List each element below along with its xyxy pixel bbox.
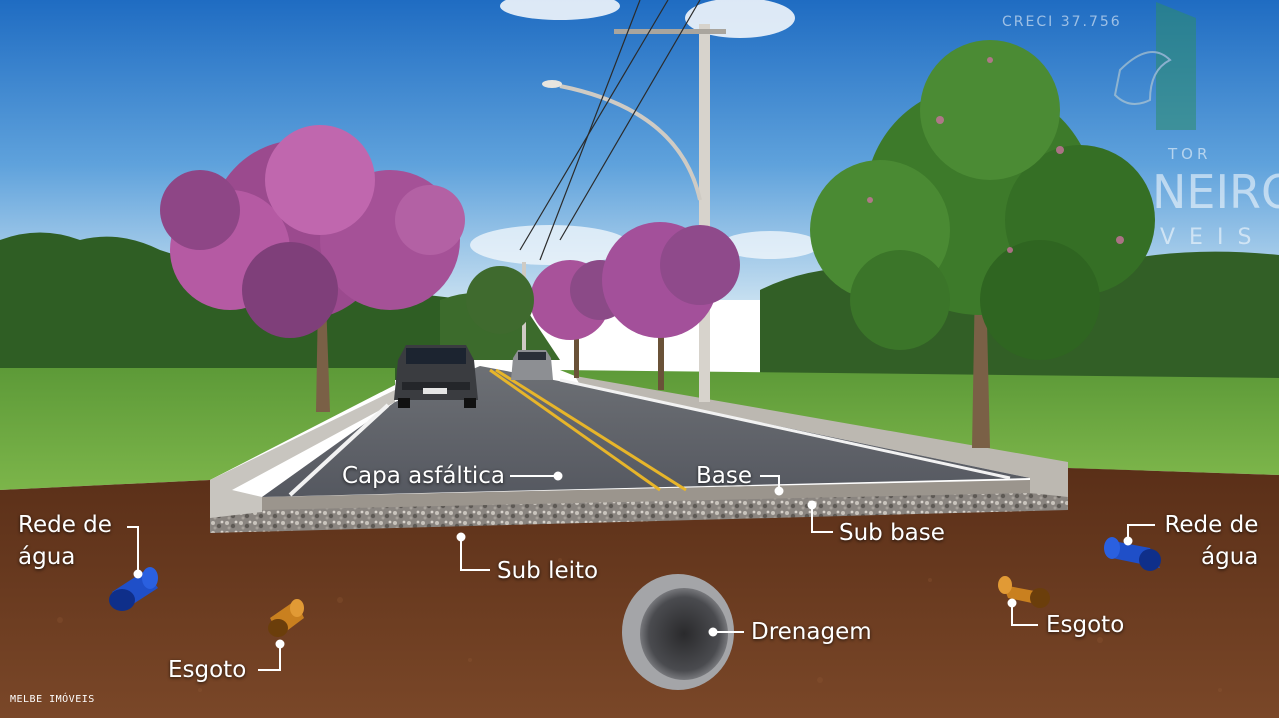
watermark-neiro: NEIRO <box>1152 165 1279 219</box>
watermark-credit: MELBE IMÓVEIS <box>10 694 95 705</box>
label-sub-leito: Sub leito <box>497 558 599 584</box>
water-pipe-left-icon <box>109 567 158 611</box>
label-base: Base <box>696 463 753 489</box>
label-capa-asfaltica: Capa asfáltica <box>342 463 505 489</box>
grass-left <box>0 368 395 490</box>
drainage-pipe-icon <box>622 574 734 690</box>
base-layer <box>262 480 1030 510</box>
center-line-a <box>489 368 661 492</box>
distant-trees <box>466 222 740 390</box>
left-edge-line <box>288 403 390 497</box>
watermark-creci: CRECI 37.756 <box>1002 14 1122 30</box>
label-rede-agua-left: Rede de água <box>18 509 112 573</box>
right-curb <box>575 376 1068 497</box>
grass-right <box>560 370 1279 475</box>
watermark-logo-icon <box>1113 2 1196 130</box>
center-line-b <box>495 368 687 492</box>
sewer-pipe-right-icon <box>998 576 1050 608</box>
label-sub-base: Sub base <box>839 520 945 546</box>
label-drenagem: Drenagem <box>751 619 872 645</box>
rear-car <box>511 350 553 380</box>
label-rede-agua-left-line1: Rede de <box>18 512 112 538</box>
label-rede-agua-right: Rede de água <box>1162 509 1258 573</box>
clouds <box>470 0 820 265</box>
right-green-tree <box>810 40 1155 448</box>
label-rede-agua-left-line2: água <box>18 544 76 570</box>
label-rede-agua-right-line2: água <box>1201 544 1259 570</box>
watermark-veis: VEIS <box>1160 225 1266 250</box>
water-pipe-right-icon <box>1104 537 1161 571</box>
right-edge-line <box>559 378 1011 480</box>
label-esgoto-left: Esgoto <box>168 657 247 683</box>
soil-texture <box>57 558 1222 692</box>
front-car <box>394 345 478 408</box>
label-rede-agua-right-line1: Rede de <box>1164 512 1259 538</box>
left-curb <box>210 390 395 518</box>
watermark-tor: TOR <box>1168 145 1212 163</box>
leader-lines <box>127 471 1155 671</box>
left-blossom-tree <box>160 125 465 412</box>
sewer-pipe-left-icon <box>268 599 304 637</box>
label-esgoto-right: Esgoto <box>1046 612 1125 638</box>
sub-base-layer <box>210 485 1068 533</box>
